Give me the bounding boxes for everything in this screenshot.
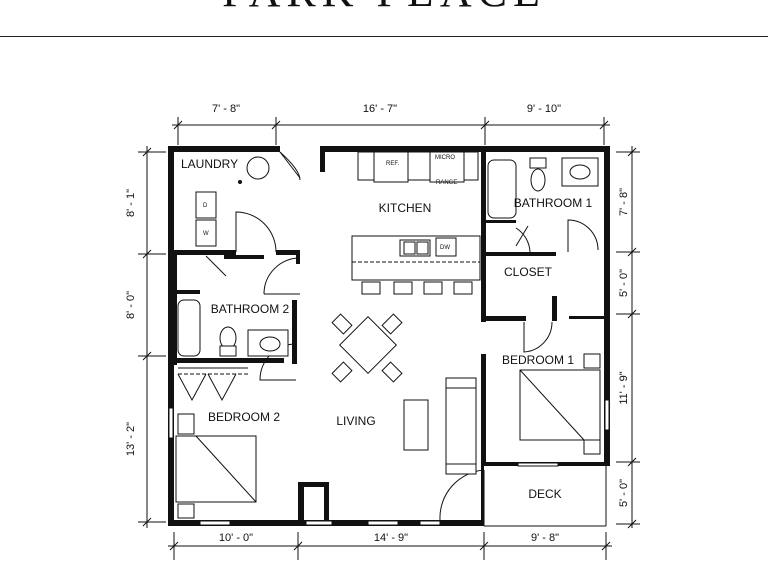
dim-right-2: 5' - 0": [618, 269, 630, 297]
dim-bottom-1: 10' - 0": [219, 532, 253, 544]
room-label-deck: DECK: [528, 487, 561, 501]
dim-top-2: 16' - 7": [363, 103, 397, 115]
room-label-laundry: LAUNDRY: [181, 157, 238, 171]
room-label-bedroom2: BEDROOM 2: [208, 410, 280, 424]
bathroom2-fixtures: [177, 299, 289, 357]
header-divider: [0, 36, 768, 37]
room-label-bedroom1: BEDROOM 1: [502, 353, 574, 367]
bathroom1-fixtures: [487, 157, 599, 219]
bedroom2-bed: [175, 413, 257, 519]
dim-right-4: 5' - 0": [618, 479, 630, 507]
doors: [177, 151, 599, 526]
dining-table: [331, 313, 403, 383]
dim-top-1: 7' - 8": [212, 103, 240, 115]
kitchen-fixtures: [351, 151, 481, 295]
washer-label: W: [203, 231, 209, 237]
page-title: PARK PLACE: [0, 0, 768, 17]
room-label-bathroom2: BATHROOM 2: [211, 302, 290, 316]
laundry-fixtures: [195, 156, 270, 247]
living-fixtures: [403, 377, 477, 475]
dim-bottom-3: 9' - 8": [531, 532, 559, 544]
dim-right-3: 11' - 9": [618, 371, 630, 404]
dim-left-3: 13' - 2": [125, 422, 137, 456]
room-label-living: LIVING: [336, 414, 375, 428]
range-label: RANGE: [436, 180, 457, 186]
bedroom1-bed: [519, 353, 601, 455]
windows: [168, 399, 610, 526]
dim-left-1: 8' - 1": [125, 189, 137, 217]
room-label-kitchen: KITCHEN: [379, 201, 432, 215]
microwave-label: MICRO: [435, 155, 455, 161]
dryer-label: D: [203, 203, 208, 209]
dimension-lines: [138, 117, 640, 560]
dim-bottom-2: 14' - 9": [374, 532, 408, 544]
dim-left-2: 8' - 0": [125, 291, 137, 319]
dim-right-1: 7' - 8": [618, 188, 630, 216]
dishwasher-label: DW: [440, 245, 450, 251]
fridge-label: REF.: [386, 161, 399, 167]
room-label-closet: CLOSET: [504, 265, 553, 279]
interior-walls: [174, 152, 610, 526]
room-label-bathroom1: BATHROOM 1: [514, 196, 593, 210]
deck-outline: [484, 466, 607, 527]
dim-top-3: 9' - 10": [527, 103, 561, 115]
